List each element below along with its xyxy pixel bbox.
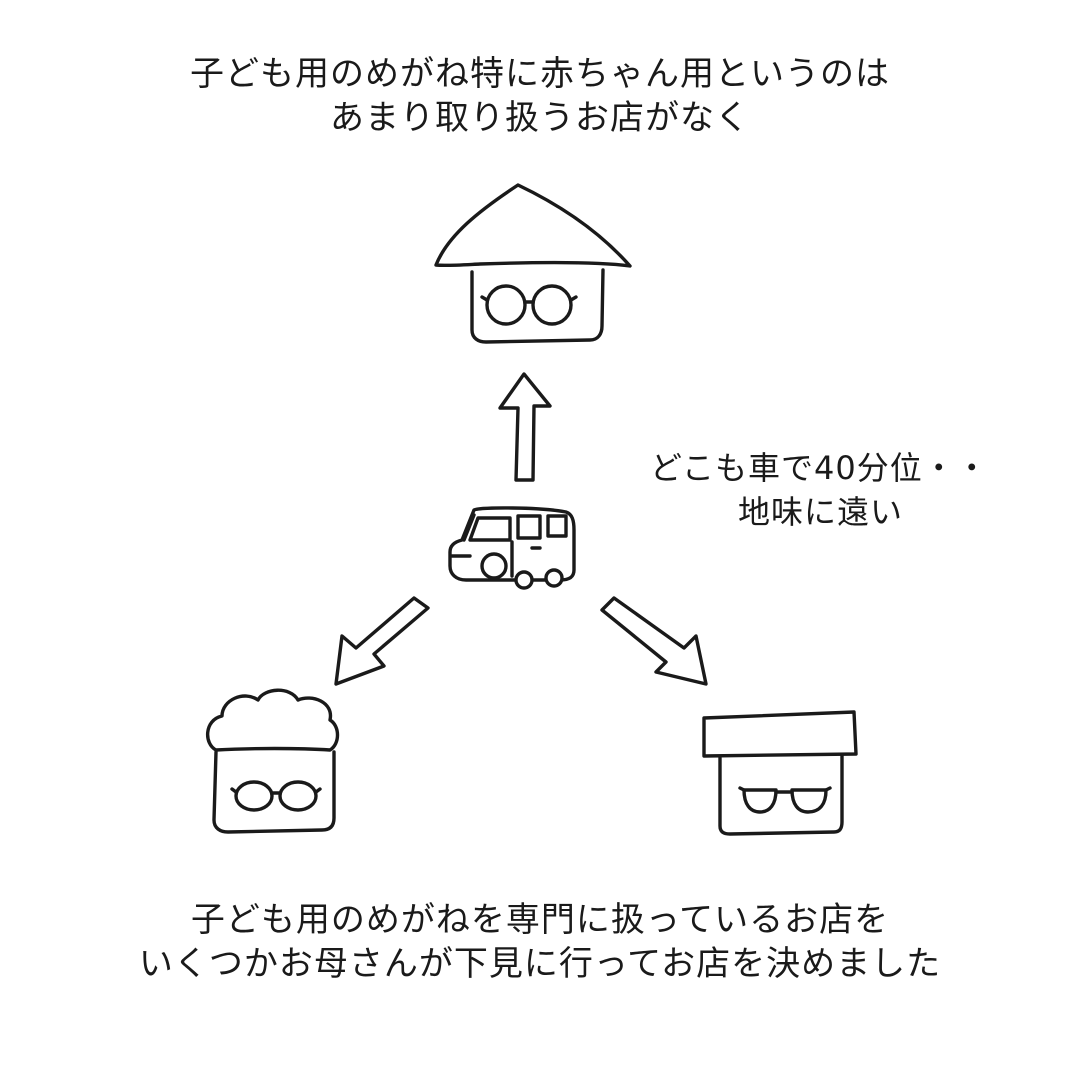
bottom-caption-line-2: いくつかお母さんが下見に行ってお店を決めました [138,944,942,984]
top-caption: 子ども用のめがね特に赤ちゃん用というのは あまり取り扱うお店がなく [0,52,1080,140]
bottom-caption: 子ども用のめがねを専門に扱っているお店を いくつかお母さんが下見に行ってお店を決… [0,898,1080,986]
bottom-caption-line-1: 子ども用のめがねを専門に扱っているお店を [190,900,890,940]
top-caption-line-2: あまり取り扱うお店がなく [330,98,750,138]
arrow-down-right-icon [600,596,708,686]
glasses-icon [480,284,578,326]
car-icon [448,506,576,590]
distance-note: どこも車で40分位・・ 地味に遠い [600,446,1040,534]
glasses-icon [230,780,322,812]
distance-note-line-1: どこも車で40分位・・ [650,449,989,487]
glasses-icon [738,786,832,814]
top-caption-line-1: 子ども用のめがね特に赤ちゃん用というのは [190,54,890,94]
arrow-down-left-icon [334,596,430,686]
shop-cloud-roof-icon [206,688,340,834]
shop-flat-roof-icon [702,710,858,836]
arrow-up-icon [498,372,552,482]
shop-triangle-roof-icon [434,183,632,344]
distance-note-line-2: 地味に遠い [738,493,904,531]
